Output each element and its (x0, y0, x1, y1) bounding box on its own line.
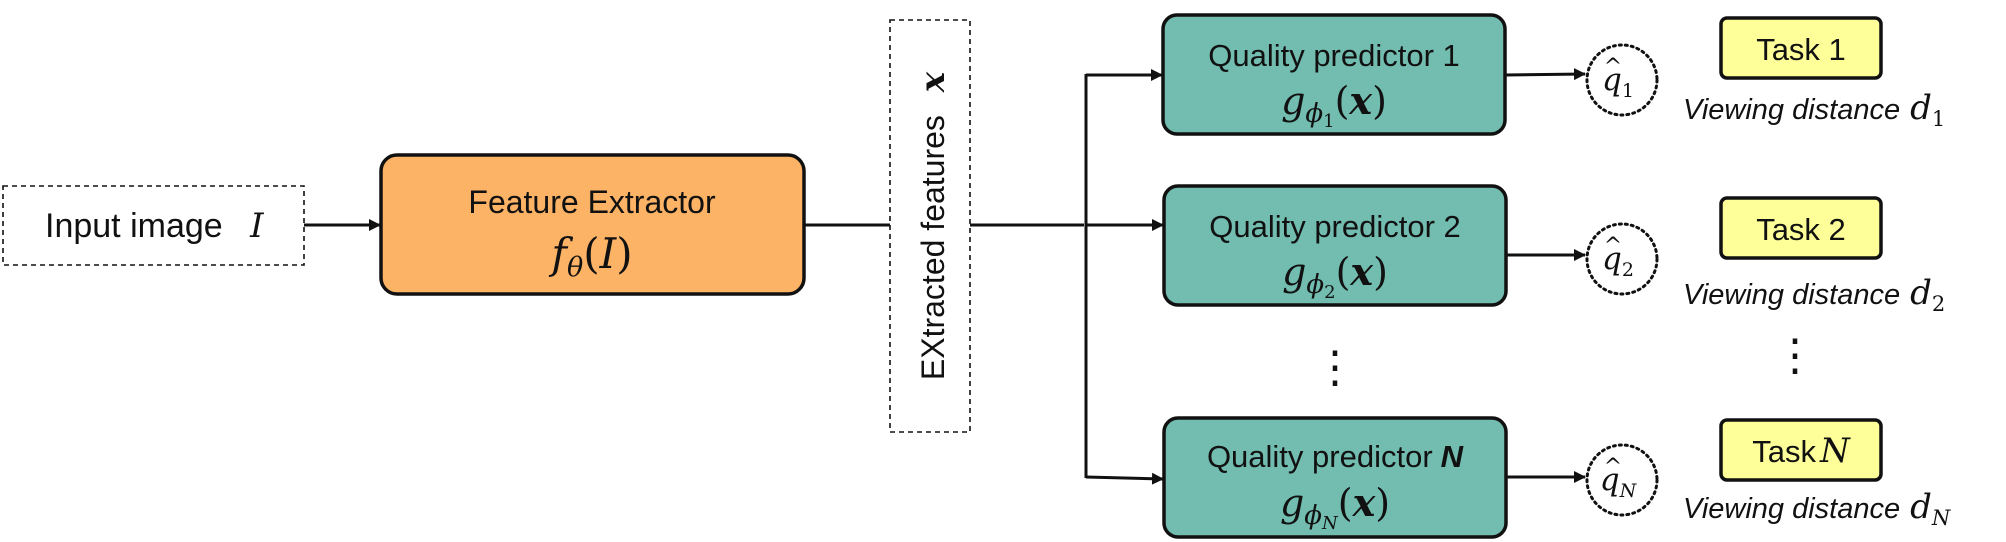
svg-text:Input image I: Input image I (45, 206, 264, 246)
feature-extractor-box: Feature Extractor fθ(I) (379, 153, 806, 296)
task-1-node: Task 1 (1719, 16, 1883, 80)
input-image-label: Input image (45, 207, 223, 245)
predictor-ellipsis: ⋮ (1313, 342, 1357, 393)
quality-predictor-1-formula: gϕ1(x) (1281, 78, 1387, 132)
quality-predictor-n-formula: gϕN(x) (1280, 480, 1390, 534)
output-qn-hat: ^ (1604, 455, 1622, 480)
svg-text:qN: qN (1600, 462, 1638, 502)
arrow-to-predictor-n (1085, 472, 1164, 485)
svg-text:q1: q1 (1602, 62, 1634, 102)
output-q2-node: q2 ^ (1585, 222, 1659, 296)
task-ellipsis: ⋮ (1773, 330, 1817, 381)
branch-connector (970, 74, 1088, 478)
quality-predictor-2-label: Quality predictor 2 (1209, 209, 1461, 244)
output-qn-symbol: q (1600, 462, 1620, 498)
extracted-features-symbol: x (913, 71, 953, 93)
output-q1-hat: ^ (1604, 55, 1622, 80)
quality-predictor-1-label: Quality predictor 1 (1208, 38, 1460, 73)
svg-text:EXtracted features x: EXtracted features x (913, 71, 953, 380)
input-image-symbol: I (249, 206, 264, 246)
quality-predictor-2-box: Quality predictor 2 gϕ2(x) (1162, 184, 1508, 307)
task-1-label: Task 1 (1756, 32, 1846, 67)
feature-extractor-label: Feature Extractor (468, 184, 716, 220)
task-2-node: Task 2 (1719, 196, 1883, 260)
output-q2-symbol: q (1602, 241, 1622, 277)
task-2-label: Task 2 (1756, 212, 1846, 247)
arrow-predictor-1-to-output (1504, 68, 1586, 81)
extracted-features-node: EXtracted features x (889, 19, 971, 433)
output-qn-node: qN ^ (1585, 443, 1659, 517)
output-q1-node: q1 ^ (1585, 43, 1659, 117)
svg-text:q2: q2 (1602, 241, 1634, 281)
output-q1-symbol: q (1602, 62, 1622, 98)
quality-predictor-2-formula: gϕ2(x) (1282, 249, 1388, 303)
quality-predictor-1-box: Quality predictor 1 gϕ1(x) (1161, 13, 1507, 136)
input-image-node: Input image I (2, 185, 305, 266)
feature-extractor-formula: fθ(I) (548, 229, 632, 283)
extracted-features-label: EXtracted features (915, 115, 951, 380)
output-q2-hat: ^ (1604, 234, 1622, 259)
